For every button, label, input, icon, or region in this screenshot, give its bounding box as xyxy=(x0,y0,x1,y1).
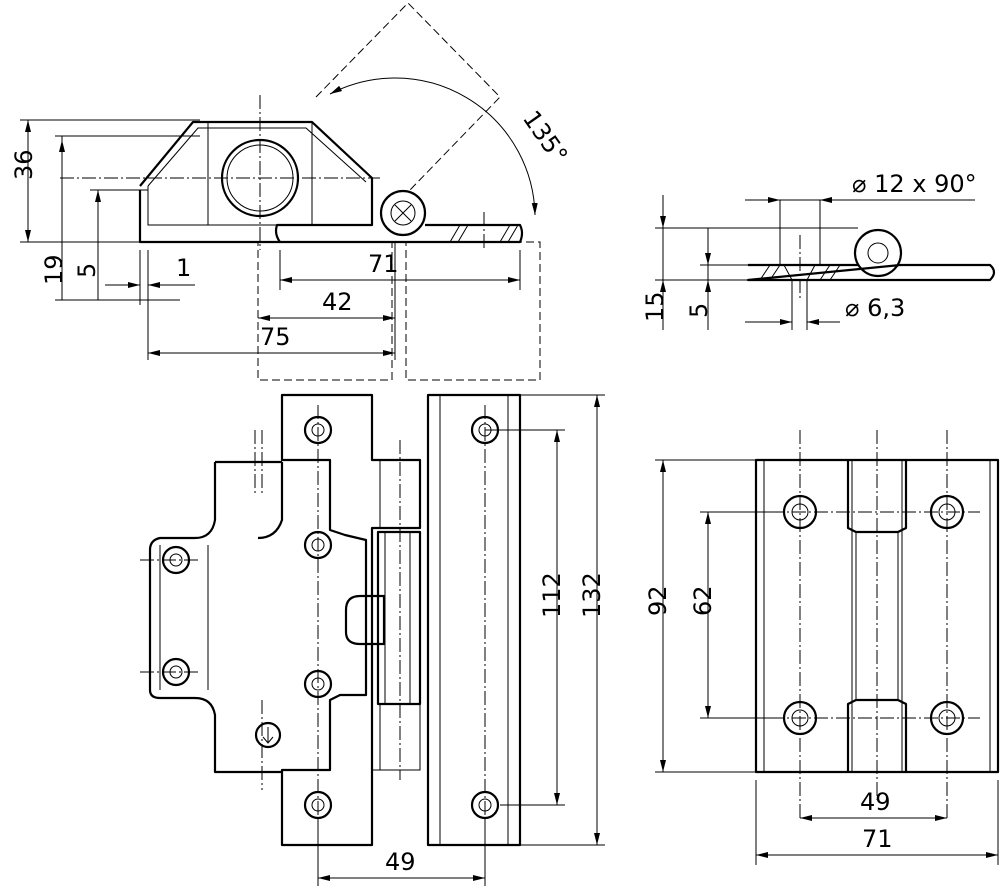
outline xyxy=(426,393,522,847)
outline xyxy=(344,594,386,646)
dim-15: 15 xyxy=(641,291,669,322)
dimension-line xyxy=(655,459,999,865)
dim-angle: 135° xyxy=(517,105,573,168)
front-view-butt-hinge: 92 62 49 71 xyxy=(644,430,1000,865)
dimension-line xyxy=(262,727,274,744)
dimension-line xyxy=(329,77,538,216)
dimension-line xyxy=(372,460,421,771)
dimension-line xyxy=(439,395,509,845)
front-view-lift-off-hinge: 112 132 49 xyxy=(140,393,606,886)
hole-circle xyxy=(867,242,889,264)
dim-5-left: 5 xyxy=(73,263,101,278)
dim-49-right: 49 xyxy=(860,788,891,816)
dim-71-bottom: 71 xyxy=(862,825,893,853)
dim-hole: ⌀ 6,3 xyxy=(845,294,905,322)
dim-36: 36 xyxy=(10,149,38,180)
knuckle-circle xyxy=(853,228,903,278)
dim-62: 62 xyxy=(689,585,717,616)
dimension-line xyxy=(394,204,412,222)
side-view-hinge: 135° 36 19 5 1 71 42 75 xyxy=(10,2,573,381)
dim-71-top: 71 xyxy=(368,250,399,278)
dim-5-right: 5 xyxy=(685,303,713,318)
center-line xyxy=(770,430,980,820)
dim-132: 132 xyxy=(578,572,606,618)
dim-92: 92 xyxy=(644,585,672,616)
section-view-hinge: ⌀ 12 x 90° ⌀ 6,3 15 5 xyxy=(641,170,996,330)
dimension-line xyxy=(759,264,841,281)
phantom-line xyxy=(257,241,393,381)
dimension-line xyxy=(851,460,903,772)
dim-42: 42 xyxy=(322,288,353,316)
direction-arrow-marker xyxy=(254,721,282,749)
dim-75: 75 xyxy=(260,323,291,351)
outline xyxy=(148,462,282,774)
dim-1: 1 xyxy=(176,254,191,282)
dimension-line xyxy=(20,119,521,360)
dimension-line xyxy=(317,394,605,886)
dim-112: 112 xyxy=(538,572,566,618)
dim-49-left: 49 xyxy=(385,848,416,876)
outline xyxy=(215,460,284,540)
center-line xyxy=(140,405,486,860)
outline xyxy=(280,393,422,847)
dimension-line xyxy=(159,545,209,690)
outline xyxy=(138,120,524,244)
phantom-line xyxy=(405,241,541,381)
dim-countersink: ⌀ 12 x 90° xyxy=(852,170,977,198)
dimension-line xyxy=(779,200,821,330)
outline xyxy=(376,530,422,706)
dim-19: 19 xyxy=(40,254,68,285)
dimension-line xyxy=(449,224,519,243)
